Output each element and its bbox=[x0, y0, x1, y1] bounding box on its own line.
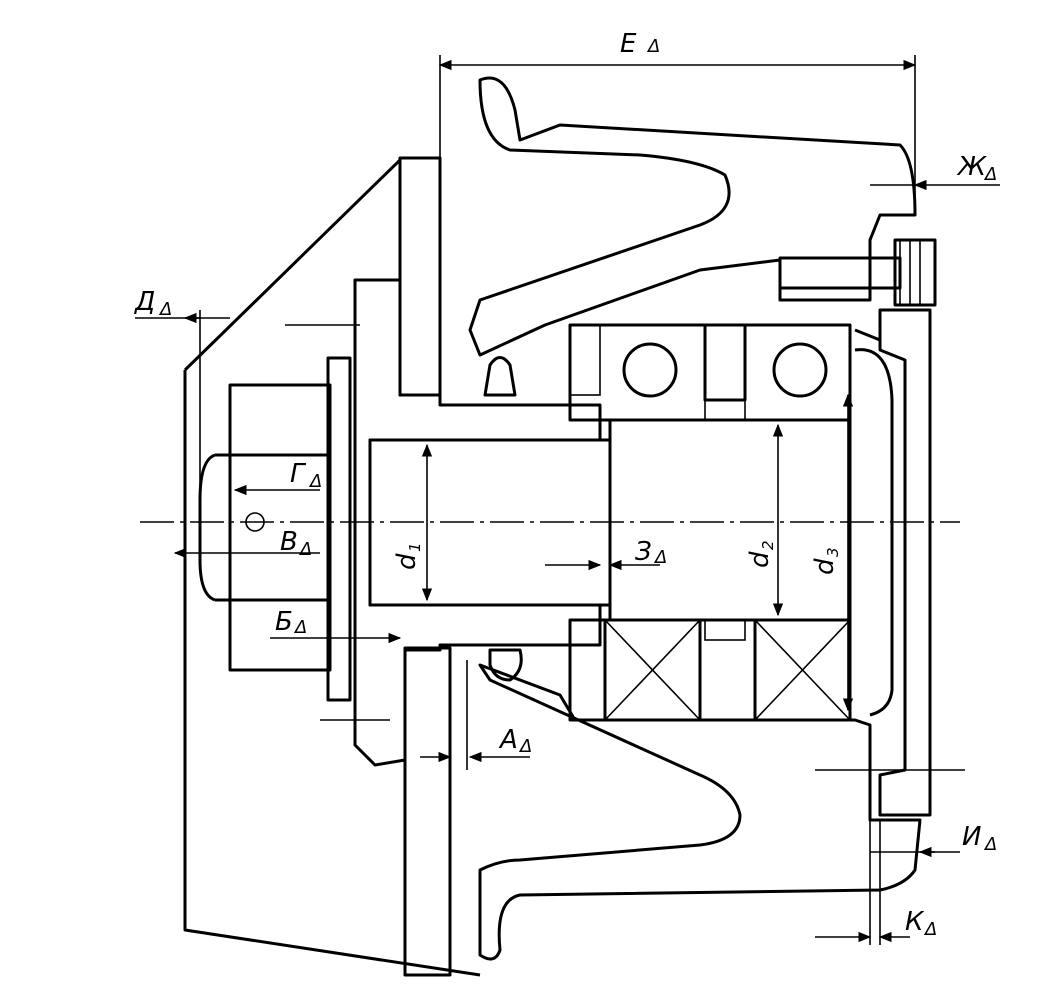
pin-circle bbox=[245, 512, 265, 532]
label-Zh-delta: Δ bbox=[983, 164, 997, 185]
label-d3: d bbox=[810, 558, 840, 575]
bearing-upper bbox=[568, 323, 852, 422]
label-d1: d bbox=[392, 553, 422, 570]
wall-flange-lower bbox=[403, 646, 452, 977]
label-d2-index: 2 bbox=[759, 540, 777, 550]
label-I-delta: Δ bbox=[983, 834, 997, 855]
dim-E: Е Δ bbox=[438, 29, 917, 215]
label-Z: З bbox=[635, 537, 652, 567]
label-Z-delta: Δ bbox=[653, 547, 667, 568]
dim-D: Д Δ bbox=[134, 287, 230, 560]
label-G-delta: Δ bbox=[308, 471, 322, 492]
label-B: Б bbox=[275, 607, 293, 637]
dim-V: В Δ bbox=[173, 527, 320, 560]
label-D: Д bbox=[134, 287, 155, 317]
label-I: И bbox=[962, 822, 981, 852]
dim-K: К Δ bbox=[815, 820, 937, 945]
leader-lines bbox=[285, 324, 965, 816]
seal-lower bbox=[488, 648, 523, 682]
label-d1-index: 1 bbox=[406, 542, 424, 552]
label-G: Г bbox=[290, 459, 307, 489]
label-V: В bbox=[280, 527, 298, 557]
bearing-lower bbox=[568, 618, 852, 722]
label-E: Е bbox=[620, 29, 637, 59]
dim-B: Б Δ bbox=[270, 607, 402, 644]
dim-I: И Δ bbox=[870, 822, 997, 858]
dim-d3: d 3 bbox=[810, 393, 854, 712]
dim-Z: З Δ bbox=[545, 537, 667, 571]
label-d2: d bbox=[745, 551, 775, 568]
dim-d2: d 2 bbox=[745, 423, 784, 617]
label-E-delta: Δ bbox=[646, 36, 660, 57]
label-Zh: Ж bbox=[956, 152, 987, 182]
label-d3-index: 3 bbox=[824, 547, 842, 557]
label-B-delta: Δ bbox=[293, 617, 307, 638]
label-K-delta: Δ bbox=[923, 919, 937, 940]
label-A: А bbox=[498, 725, 518, 755]
pulley-body-lower bbox=[478, 663, 922, 961]
label-A-delta: Δ bbox=[518, 736, 532, 757]
label-V-delta: Δ bbox=[298, 539, 312, 560]
end-cover bbox=[854, 308, 932, 817]
seal-upper bbox=[483, 356, 517, 397]
dim-G: Г Δ bbox=[233, 459, 322, 532]
dim-d1: d 1 bbox=[392, 443, 433, 602]
bolt bbox=[778, 238, 937, 307]
shaft-end-stub bbox=[198, 356, 352, 702]
pulley-body-upper bbox=[468, 76, 917, 357]
dim-Zh: Ж Δ bbox=[870, 152, 1000, 191]
label-K: К bbox=[905, 907, 925, 937]
wall-flange-upper bbox=[398, 156, 442, 397]
dim-A: А Δ bbox=[420, 660, 532, 770]
label-D-delta: Δ bbox=[158, 299, 172, 320]
